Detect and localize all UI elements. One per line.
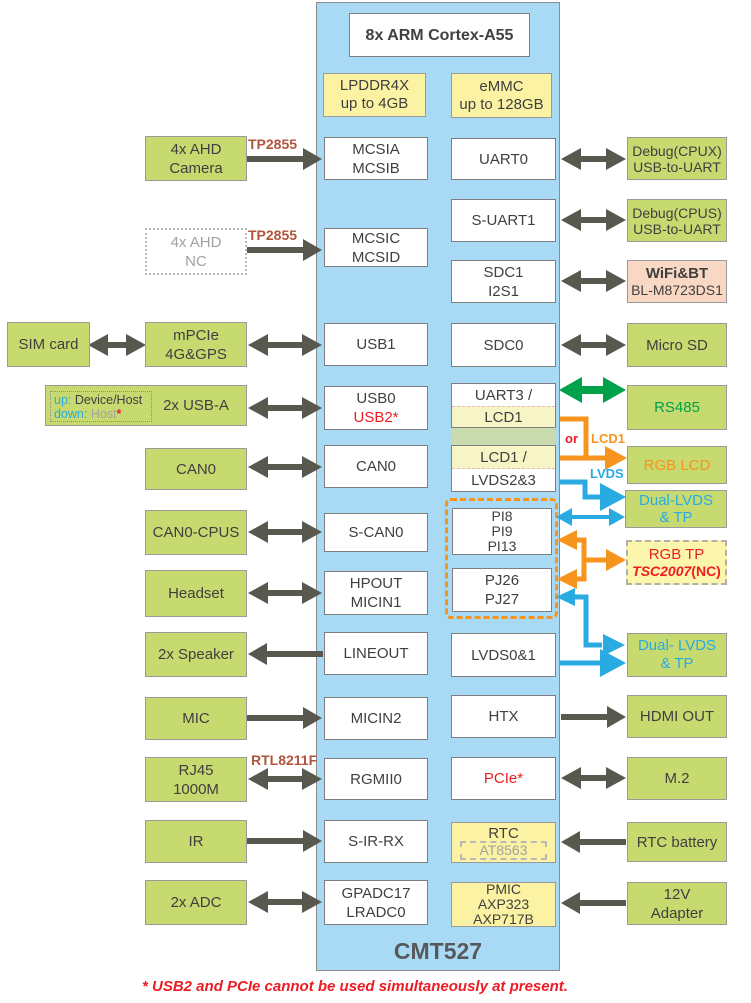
peripheral-debug-cpus: Debug(CPUS)USB-to-UART [627, 199, 727, 242]
lcd-connector-band [451, 428, 556, 445]
port-can0: CAN0 [324, 445, 428, 488]
port-s-ir-rx: S-IR-RX [324, 820, 428, 863]
port-micin2: MICIN2 [324, 697, 428, 740]
port-sdc0: SDC0 [451, 323, 556, 367]
peripheral-rgb-tp: RGB TP TSC2007(NC) [626, 540, 727, 585]
peripheral-debug-cpux: Debug(CPUX)USB-to-UART [627, 137, 727, 180]
peripheral-rgb-lcd: RGB LCD [627, 446, 727, 484]
peripheral-dual-lvds-2: Dual- LVDS& TP [627, 633, 727, 677]
rtl8211f-label: RTL8211F [251, 752, 318, 768]
port-s-uart1: S-UART1 [451, 199, 556, 242]
chip-name: CMT527 [393, 938, 483, 964]
port-htx: HTX [451, 695, 556, 738]
peripheral-can0: CAN0 [145, 448, 247, 490]
tp2855-label-1: TP2855 [248, 136, 298, 152]
tp2855-label-2: TP2855 [248, 227, 298, 243]
or-label: or [565, 431, 578, 446]
rtc-chip: AT8563 [460, 841, 547, 860]
footnote: * USB2 and PCIe cannot be used simultane… [142, 978, 568, 995]
port-uart3-lcd1: UART3 / LCD1 [451, 383, 556, 428]
port-lvds01: LVDS0&1 [451, 633, 556, 677]
port-lineout: LINEOUT [324, 632, 428, 675]
peripheral-can0-cpus: CAN0-CPUS [145, 510, 247, 555]
peripheral-m2: M.2 [627, 757, 727, 800]
peripheral-mic: MIC [145, 697, 247, 740]
port-uart0: UART0 [451, 138, 556, 180]
port-usb1: USB1 [324, 323, 428, 366]
peripheral-micro-sd: Micro SD [627, 323, 727, 367]
peripheral-hdmi-out: HDMI OUT [627, 695, 727, 738]
port-lcd1-lvds23: LCD1 / LVDS2&3 [451, 445, 556, 492]
peripheral-rs485: RS485 [627, 385, 727, 430]
pi-pj-dashed-group [445, 498, 558, 619]
peripheral-headset: Headset [145, 570, 247, 617]
peripheral-sim-card: SIM card [7, 322, 90, 367]
peripheral-adc: 2x ADC [145, 880, 247, 925]
port-rtc: RTC AT8563 [451, 822, 556, 863]
port-rgmii0: RGMII0 [324, 758, 428, 800]
peripheral-usb-a: up: Device/Host down: Host* 2x USB-A [45, 385, 247, 426]
lvds-route-label: LVDS [590, 466, 624, 481]
peripheral-ir: IR [145, 820, 247, 863]
peripheral-dual-lvds-1: Dual-LVDS& TP [625, 490, 727, 528]
peripheral-speaker: 2x Speaker [145, 632, 247, 677]
port-pcie: PCIe* [451, 757, 556, 800]
peripheral-rtc-battery: RTC battery [627, 822, 727, 862]
usb-a-mode-note: up: Device/Host down: Host* [50, 391, 152, 422]
port-s-can0: S-CAN0 [324, 513, 428, 552]
cpu-block: 8x ARM Cortex-A55 [349, 13, 530, 57]
lcd1-route-label: LCD1 [591, 431, 625, 446]
